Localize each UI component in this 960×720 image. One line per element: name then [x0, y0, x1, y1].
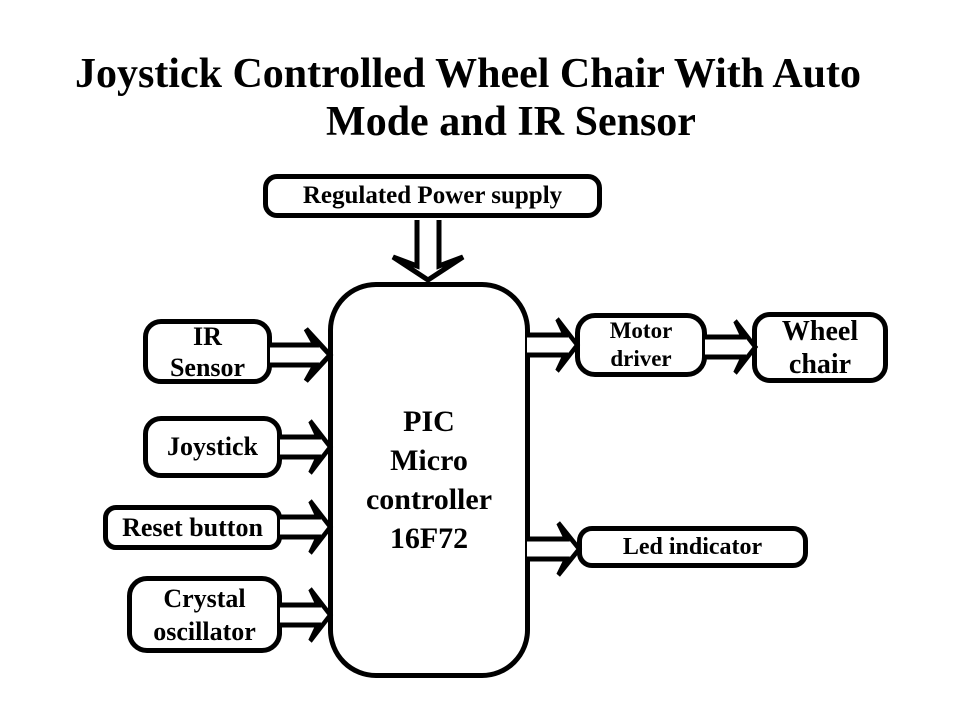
arrow-right-wheel-icon [705, 319, 759, 375]
joystick-label: Joystick [167, 432, 258, 461]
motor-driver-box: Motor driver [575, 313, 707, 377]
diagram-title: Joystick Controlled Wheel Chair With Aut… [40, 50, 896, 146]
arrow-right-motor-icon [527, 317, 581, 373]
arrow-down-icon [391, 220, 465, 283]
ir-sensor-label: IR Sensor [169, 321, 246, 382]
arrow-right-reset-icon [280, 499, 334, 555]
reset-button-label: Reset button [122, 512, 263, 542]
power-supply-label: Regulated Power supply [302, 182, 563, 209]
motor-driver-label: Motor driver [609, 318, 673, 371]
led-indicator-label: Led indicator [622, 533, 763, 560]
title-line-2: Mode and IR Sensor [326, 99, 696, 145]
arrow-right-crystal-icon [280, 587, 334, 643]
wheel-chair-box: Wheel chair [752, 312, 888, 383]
crystal-oscillator-label: Crystal oscillator [153, 583, 256, 646]
arrow-right-ir-icon [270, 327, 334, 383]
ir-sensor-box: IR Sensor [143, 319, 272, 384]
arrow-right-joystick-icon [280, 419, 334, 475]
joystick-box: Joystick [143, 416, 282, 478]
power-supply-box: Regulated Power supply [263, 174, 602, 218]
microcontroller-box: PIC Micro controller 16F72 [328, 282, 530, 678]
wheel-chair-label: Wheel chair [781, 315, 859, 380]
title-line-1: Joystick Controlled Wheel Chair With Aut… [74, 51, 862, 97]
crystal-oscillator-box: Crystal oscillator [127, 576, 282, 653]
microcontroller-label: PIC Micro controller 16F72 [365, 405, 493, 555]
reset-button-box: Reset button [103, 505, 282, 550]
led-indicator-box: Led indicator [577, 526, 808, 568]
arrow-right-led-icon [527, 521, 583, 577]
